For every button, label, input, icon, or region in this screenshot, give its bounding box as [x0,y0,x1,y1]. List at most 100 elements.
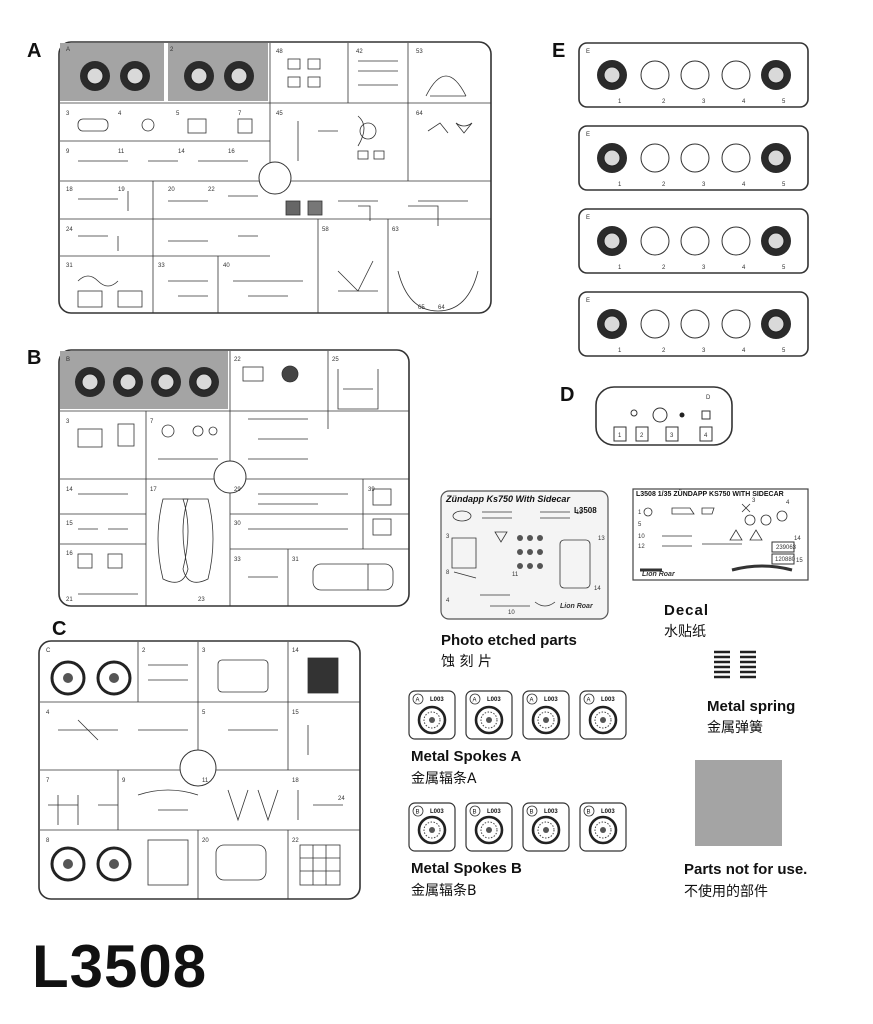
svg-text:1: 1 [618,433,622,439]
svg-text:14: 14 [178,149,185,155]
svg-text:4: 4 [118,111,122,117]
svg-text:1: 1 [618,99,622,105]
svg-text:7: 7 [150,419,154,425]
spokes-b-set: B L003 [408,801,628,853]
svg-text:2: 2 [142,648,146,654]
svg-text:239063: 239063 [776,545,797,551]
svg-text:5: 5 [638,522,642,528]
svg-text:21: 21 [66,597,73,603]
svg-text:120880: 120880 [775,557,796,563]
svg-text:1: 1 [638,510,642,516]
svg-text:3: 3 [670,433,674,439]
svg-text:14: 14 [66,487,73,493]
tire-icon [80,61,254,91]
svg-text:Lion Roar: Lion Roar [560,603,594,610]
svg-text:31: 31 [292,557,299,563]
svg-text:23: 23 [198,597,205,603]
svg-text:3: 3 [446,534,450,540]
spokes-b-caption: Metal Spokes B [411,860,522,877]
svg-text:22: 22 [208,187,215,193]
svg-text:53: 53 [416,49,423,55]
svg-text:2: 2 [640,433,644,439]
decal-caption-cn: 水贴纸 [664,624,706,640]
svg-text:18: 18 [66,187,73,193]
svg-text:C: C [46,648,51,654]
not-for-use-swatch [695,760,782,846]
svg-text:16: 16 [228,149,235,155]
svg-text:20: 20 [168,187,175,193]
photo-etched-code: L3508 [574,506,597,515]
svg-text:65: 65 [418,305,425,311]
decal-caption: Decal [664,602,710,619]
svg-text:40: 40 [223,263,230,269]
svg-text:17: 17 [150,487,157,493]
svg-text:3: 3 [752,498,756,504]
svg-text:2: 2 [662,99,666,105]
svg-text:31: 31 [66,263,73,269]
section-letter-d: D [560,384,575,406]
section-letter-e: E [552,40,566,62]
spokes-b-caption-cn: 金属辐条B [411,883,477,899]
svg-text:48: 48 [276,49,283,55]
svg-text:5: 5 [202,710,206,716]
not-for-use-caption: Parts not for use. [684,861,808,878]
svg-text:14: 14 [292,648,299,654]
svg-text:10: 10 [638,534,645,540]
svg-text:L003: L003 [430,697,444,703]
spokes-a-set: A L003 [408,689,628,741]
svg-text:12: 12 [638,544,645,550]
svg-text:E: E [586,49,590,55]
svg-text:22: 22 [234,357,241,363]
svg-text:24: 24 [338,796,345,802]
svg-text:D: D [706,395,711,401]
svg-text:3: 3 [66,419,70,425]
svg-text:L003: L003 [430,809,444,815]
svg-text:22: 22 [292,838,299,844]
svg-text:10: 10 [508,610,515,616]
svg-text:13: 13 [598,536,605,542]
svg-text:4: 4 [704,433,708,439]
svg-text:64: 64 [438,305,445,311]
svg-text:11: 11 [202,778,209,784]
spring-coil-icon [714,650,756,679]
svg-text:7: 7 [238,111,242,117]
svg-text:15: 15 [796,558,803,564]
photo-etched-title: Zündapp Ks750 With Sidecar [446,494,570,504]
product-code: L3508 [32,933,208,1000]
svg-text:3: 3 [66,111,70,117]
svg-text:15: 15 [66,521,73,527]
svg-text:18: 18 [292,778,299,784]
svg-text:2: 2 [170,47,174,53]
svg-text:15: 15 [292,710,299,716]
spring-caption-cn: 金属弹簧 [707,720,763,736]
svg-text:9: 9 [66,149,70,155]
svg-text:A: A [416,698,420,704]
svg-text:24: 24 [66,227,73,233]
not-for-use-caption-cn: 不使用的部件 [684,884,768,900]
svg-text:3: 3 [702,99,706,105]
svg-text:58: 58 [322,227,329,233]
svg-text:29: 29 [234,487,241,493]
svg-text:B: B [416,810,420,816]
svg-text:20: 20 [202,838,209,844]
svg-text:14: 14 [594,586,601,592]
tire-icon [75,367,219,397]
svg-text:42: 42 [356,49,363,55]
photo-etched-caption-cn: 蚀 刻 片 [441,654,492,670]
section-letter-a: A [27,40,42,62]
svg-text:7: 7 [46,778,50,784]
svg-text:64: 64 [416,111,423,117]
svg-text:Lion Roar: Lion Roar [642,571,676,578]
svg-text:11: 11 [512,572,519,578]
svg-text:A: A [66,47,70,53]
svg-text:39: 39 [368,487,375,493]
svg-text:16: 16 [66,551,73,557]
svg-text:4: 4 [786,500,790,506]
svg-text:45: 45 [276,111,283,117]
